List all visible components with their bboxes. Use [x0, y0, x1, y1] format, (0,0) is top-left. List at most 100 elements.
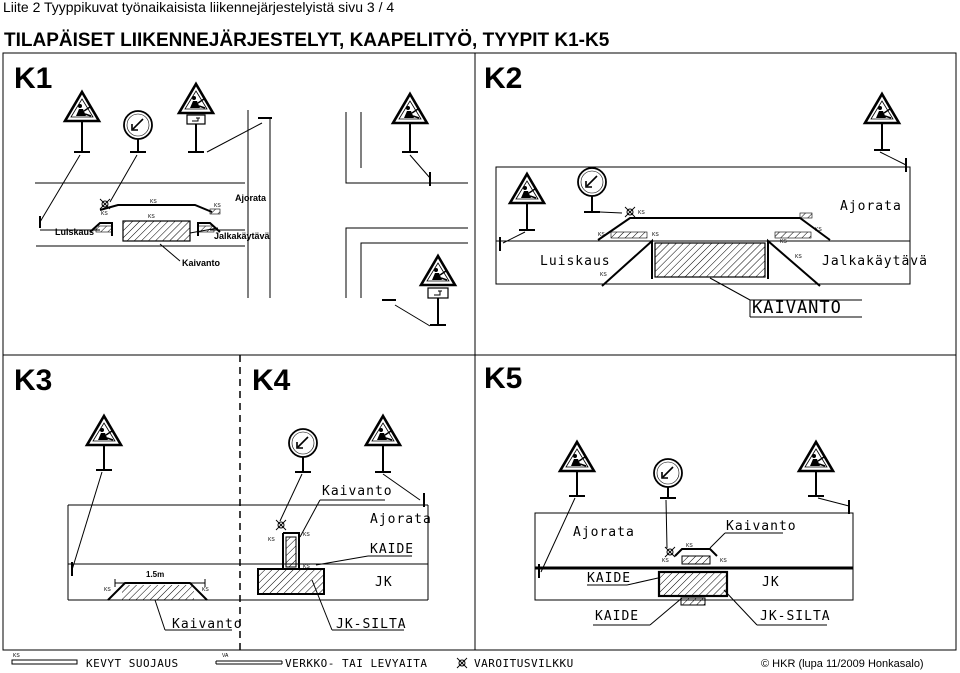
roadwork-sign-icon — [85, 414, 123, 471]
warning-light-icon — [664, 546, 676, 558]
panel-label-k5: K5 — [484, 362, 522, 395]
ks-label: KS — [598, 232, 605, 238]
kaivanto-label: Kaivanto — [322, 484, 393, 499]
ks-label: KS — [214, 203, 221, 209]
barrier-ks: KS KS KS — [268, 532, 310, 570]
panel-label-k4: K4 — [252, 364, 291, 397]
ks-label: KS — [148, 214, 155, 220]
roadwork-sign-icon — [364, 414, 402, 473]
ajorata-label: Ajorata — [235, 193, 267, 203]
ajorata-label: Ajorata — [573, 525, 635, 540]
ks-label: KS — [13, 653, 20, 659]
roadwork-sign-inner-icon — [508, 172, 546, 231]
kaide-label: KAIDE — [595, 609, 639, 624]
road-edges — [35, 110, 468, 298]
roadwork-sign-right-icon — [797, 440, 835, 497]
jalkakaytava-label: Jalkakäytävä — [822, 254, 928, 269]
ks-label: KS — [600, 272, 607, 278]
kaide-label: KAIDE — [587, 571, 631, 586]
panel-frames — [2, 52, 957, 651]
excavation-area — [285, 536, 297, 568]
jalkakaytava-label: Jalkakäytävä — [214, 231, 271, 241]
ks-label: KS — [780, 239, 787, 245]
roadwork-sign-icon — [63, 90, 101, 153]
excavation-area — [122, 585, 194, 600]
excavation-area — [681, 555, 711, 565]
legend-verkko-tai-levyaita-label: VERKKO- TAI LEVYAITA — [285, 657, 427, 670]
panel-k5: K5 — [484, 362, 854, 626]
luiskaus-label: Luiskaus — [55, 227, 94, 237]
road-frame — [495, 166, 911, 285]
legend-verkko-tai-levyaita: VA VERKKO- TAI LEVYAITA — [215, 653, 427, 670]
leader-lines — [538, 497, 850, 626]
ajorata-label: Ajorata — [370, 512, 432, 527]
road-frame — [240, 504, 429, 601]
jk-bridge — [657, 570, 729, 598]
leader-lines — [71, 471, 232, 631]
ks-label: KS — [101, 211, 108, 217]
warning-light-icon — [456, 657, 468, 669]
ks-label: KS — [662, 558, 669, 564]
ks-label: KS — [720, 558, 727, 564]
barrier-ks: KS KS KS KS — [89, 199, 221, 236]
warning-light-icon — [624, 206, 636, 218]
excavation-area — [654, 242, 766, 278]
ks-label: KS — [303, 564, 310, 570]
page-title: TILAPÄISET LIIKENNEJÄRJESTELYT, KAAPELIT… — [4, 30, 610, 51]
luiskaus-label: Luiskaus — [540, 254, 611, 269]
kaivanto-label: Kaivanto — [726, 519, 797, 534]
direction-sign-icon — [653, 458, 683, 499]
excavation-area — [122, 220, 191, 242]
legend-kevyt-suojaus: KS KEVYT SUOJAUS — [11, 653, 179, 670]
kaide-label: KAIDE — [370, 542, 414, 557]
jk-label: JK — [762, 575, 780, 590]
document-title: Liite 2 Tyyppikuvat työnaikaisista liike… — [3, 0, 394, 15]
ajorata-label: Ajorata — [840, 199, 902, 214]
jk-silta-label: JK-SILTA — [336, 617, 407, 632]
panel-k1: K1 — [14, 62, 468, 327]
ks-label: KS — [150, 199, 157, 205]
roadwork-sign-with-plate-icon — [177, 82, 215, 153]
roadwork-sign-icon — [558, 440, 596, 497]
ks-label: KS — [303, 532, 310, 538]
kaivanto-label: Kaivanto — [172, 617, 243, 632]
ks-label: KS — [638, 210, 645, 216]
ks-label: KS — [795, 254, 802, 260]
panel-k3: K3 KS KS 1.5m Kaivanto — [14, 364, 243, 632]
roadwork-sign-lower-icon — [419, 254, 457, 326]
barrier-ks: KS KS KS KS KS KS KS — [597, 210, 831, 287]
ks-label: KS — [652, 232, 659, 238]
legend-varoitusvilkku-label: VAROITUSVILKKU — [474, 657, 574, 670]
panel-k4: K4 KS — [240, 364, 432, 632]
road-frame — [67, 504, 240, 601]
kaivanto-label: Kaivanto — [182, 258, 221, 268]
panel-label-k3: K3 — [14, 364, 52, 397]
direction-sign-icon — [577, 167, 607, 213]
warning-light-icon — [275, 519, 287, 531]
warning-light-icon — [99, 198, 111, 210]
jk-bridge — [257, 568, 325, 595]
roadwork-sign-icon — [863, 92, 901, 151]
leader-lines — [499, 151, 907, 318]
legend: KS KEVYT SUOJAUS VA VERKKO- TAI LEVYAITA… — [11, 653, 924, 670]
kaivanto-label: KAIVANTO — [752, 298, 842, 318]
direction-sign-icon — [123, 110, 153, 153]
copyright-text: © HKR (lupa 11/2009 Honkasalo) — [761, 658, 924, 670]
ks-label: KS — [104, 587, 111, 593]
legend-varoitusvilkku: VAROITUSVILKKU — [456, 657, 574, 670]
bridge-support — [680, 597, 706, 606]
panel-label-k1: K1 — [14, 62, 52, 95]
ks-label: KS — [268, 537, 275, 543]
jk-label: JK — [375, 575, 393, 590]
panel-label-k2: K2 — [484, 62, 522, 95]
barrier-ks: KS KS KS — [662, 543, 727, 564]
leader-lines — [39, 117, 431, 327]
ks-label: KS — [815, 227, 822, 233]
dimension-label: 1.5m — [146, 570, 164, 579]
panel-k2: K2 — [484, 62, 928, 318]
legend-kevyt-suojaus-label: KEVYT SUOJAUS — [86, 657, 179, 670]
ks-label: KS — [686, 543, 693, 549]
ks-label: KS — [202, 587, 209, 593]
va-label: VA — [222, 653, 229, 659]
